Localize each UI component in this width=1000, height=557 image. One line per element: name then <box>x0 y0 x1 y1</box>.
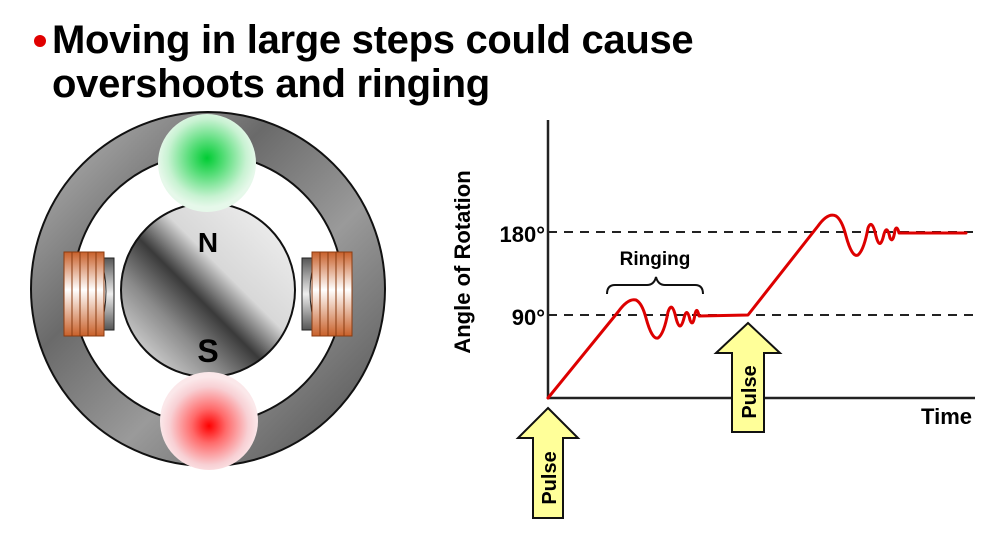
right-coil-icon <box>301 251 353 337</box>
title-line-1: Moving in large steps could cause <box>52 18 694 62</box>
ytick-180: 180° <box>499 222 545 247</box>
pulse-2-label: Pulse <box>739 365 761 418</box>
rotation-response-line <box>546 213 968 400</box>
rotor-north-label: N <box>198 227 218 258</box>
bullet-icon <box>34 35 46 47</box>
pulse-arrow-2-icon: Pulse <box>713 321 783 433</box>
stepper-motor-diagram: N S <box>30 111 386 470</box>
y-axis-label: Angle of Rotation <box>450 170 475 353</box>
ringing-brace <box>606 276 704 295</box>
bottom-pole-red-icon <box>160 372 258 470</box>
title-line-2: overshoots and ringing <box>52 62 490 106</box>
top-pole-green-icon <box>158 114 256 212</box>
ringing-label: Ringing <box>620 249 691 270</box>
ytick-90: 90° <box>512 305 545 330</box>
angle-vs-time-chart: 180° 90° Angle of Rotation Time Ringing … <box>450 120 975 519</box>
x-axis-label: Time <box>921 404 972 429</box>
rotor-south-label: S <box>197 333 218 369</box>
pulse-arrow-1-icon: Pulse <box>515 406 581 519</box>
slide-title: Moving in large steps could cause oversh… <box>34 18 694 106</box>
pulse-1-label: Pulse <box>539 451 561 504</box>
left-coil-icon <box>63 251 115 337</box>
